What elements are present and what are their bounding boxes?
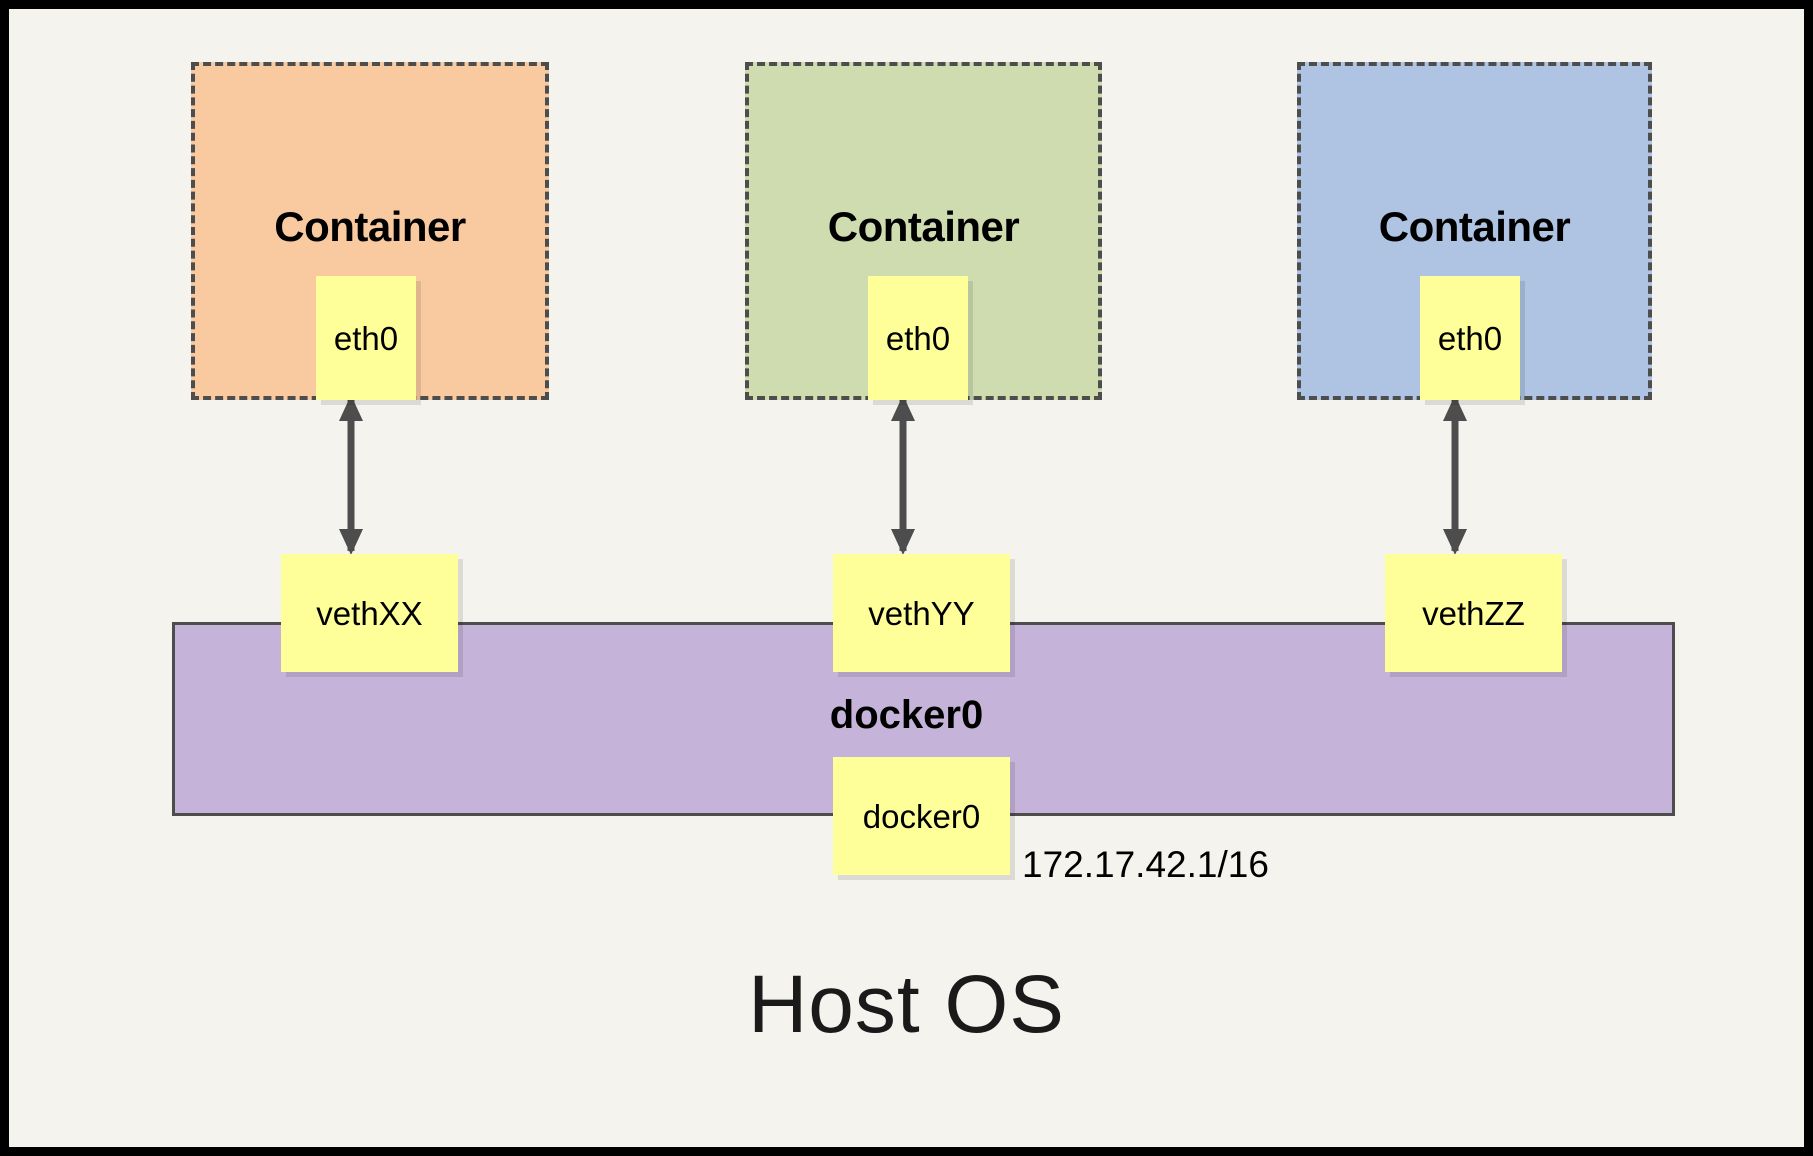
arrow-eth0-to-vethzz — [1443, 395, 1467, 555]
arrow-eth0-to-vethxx — [339, 395, 363, 555]
container-label-2: Container — [827, 203, 1020, 250]
docker0-interface-note[interactable]: docker0 — [833, 757, 1010, 875]
docker0-bridge-label: docker0 — [829, 693, 984, 737]
veth-note-zz[interactable]: vethZZ — [1385, 554, 1562, 672]
container-label-1: Container — [274, 203, 466, 250]
arrow-eth0-to-vethyy — [891, 395, 915, 555]
host-os-label: Host OS — [748, 959, 1065, 1050]
docker0-ip-label: 172.17.42.1/16 — [1022, 844, 1269, 885]
eth0-note-2[interactable]: eth0 — [868, 276, 968, 400]
container-label-3: Container — [1378, 203, 1571, 250]
diagram-canvas: Container Container Container eth0 eth0 … — [9, 9, 1804, 1147]
eth0-note-1[interactable]: eth0 — [316, 276, 416, 400]
veth-note-xx[interactable]: vethXX — [281, 554, 458, 672]
veth-note-yy[interactable]: vethYY — [833, 554, 1010, 672]
eth0-note-3[interactable]: eth0 — [1420, 276, 1520, 400]
